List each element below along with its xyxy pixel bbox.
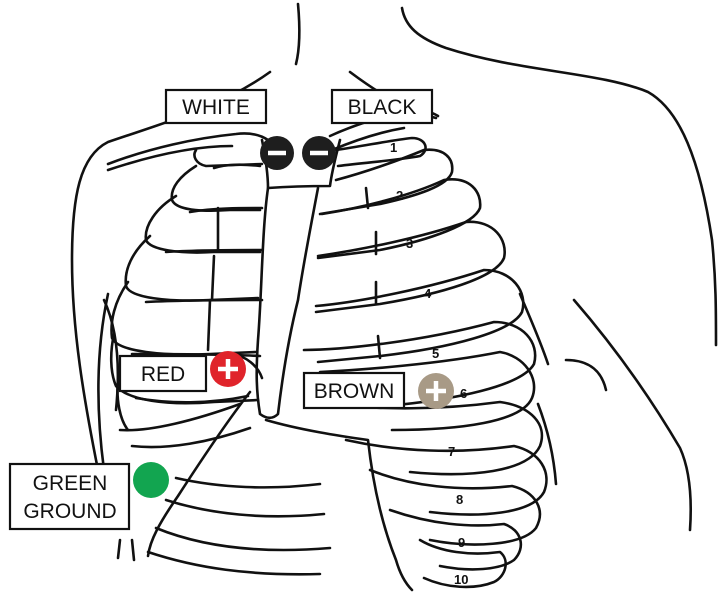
rib-number-4: 4 (424, 286, 432, 301)
left-ribs (304, 138, 556, 587)
green-label-line2: GROUND (23, 500, 116, 523)
rib-number-9: 9 (458, 535, 465, 550)
electrode-red: RED (120, 351, 246, 391)
rib-number-3: 3 (406, 236, 413, 251)
green-label-line1: GREEN (33, 472, 108, 495)
rib-number-6: 6 (460, 386, 467, 401)
electrode-green: GREEN GROUND (10, 462, 169, 529)
electrode-white: WHITE (166, 90, 294, 170)
green-electrode-dot (133, 462, 169, 498)
black-label: BLACK (348, 96, 417, 119)
rib-number-1: 1 (390, 140, 397, 155)
brown-label: BROWN (314, 380, 395, 403)
rib-number-5: 5 (432, 346, 439, 361)
red-label: RED (141, 363, 185, 386)
electrode-brown: BROWN (304, 373, 454, 409)
white-label: WHITE (182, 96, 250, 119)
rib-number-7: 7 (448, 444, 455, 459)
rib-number-10: 10 (454, 572, 468, 587)
rib-number-2: 2 (396, 188, 403, 203)
rib-number-8: 8 (456, 492, 463, 507)
